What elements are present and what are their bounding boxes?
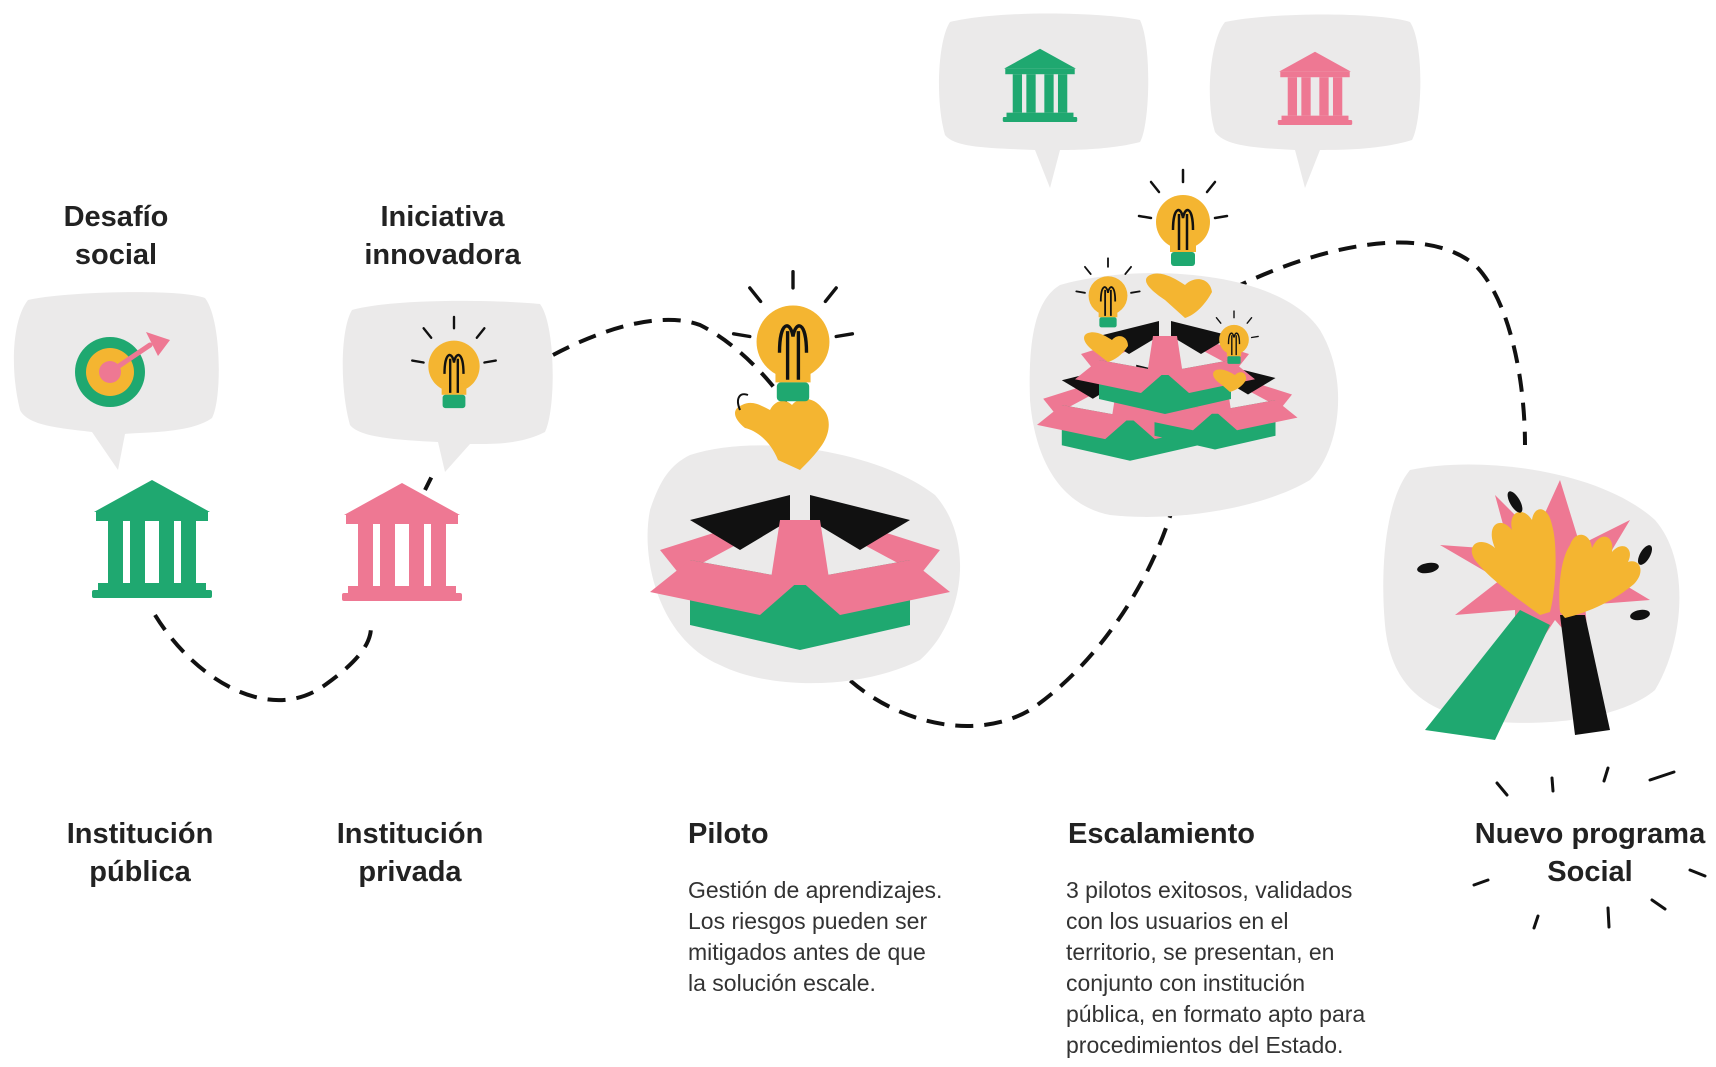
high-five-icon bbox=[1417, 480, 1652, 740]
private-institution-speech-bubble bbox=[1209, 14, 1421, 188]
lightbulb-icon bbox=[1137, 168, 1229, 268]
institucion-privada-label: Institución privada bbox=[336, 818, 484, 888]
nuevo-programa-social-label: Nuevo programa Social bbox=[1474, 818, 1706, 888]
hand-icon bbox=[734, 393, 829, 470]
private-building-icon bbox=[342, 483, 462, 601]
desafio-social-title: Desafío social bbox=[63, 201, 169, 271]
multiple-boxes-icon bbox=[1037, 273, 1298, 461]
celebration-burst-lines bbox=[1472, 766, 1707, 930]
piloto-description: Gestión de aprendizajes. Los riesgos pue… bbox=[688, 877, 943, 996]
lightbulb-icon bbox=[731, 270, 855, 403]
escalamiento-label: Escalamiento bbox=[1068, 818, 1255, 850]
journey-path bbox=[1229, 240, 1527, 446]
journey-path bbox=[153, 613, 373, 703]
journey-path bbox=[828, 499, 1177, 728]
journey-path bbox=[423, 469, 437, 491]
journey-path bbox=[552, 317, 792, 412]
piloto-label: Piloto bbox=[688, 818, 769, 850]
institucion-publica-label: Institución pública bbox=[66, 818, 214, 888]
target-icon bbox=[75, 332, 170, 407]
escalamiento-description: 3 pilotos exitosos, validados con los us… bbox=[1066, 877, 1366, 1058]
public-institution-speech-bubble bbox=[938, 13, 1149, 188]
government-building-icon bbox=[92, 480, 212, 598]
iniciativa-innovadora-title: Iniciativa innovadora bbox=[364, 201, 521, 271]
